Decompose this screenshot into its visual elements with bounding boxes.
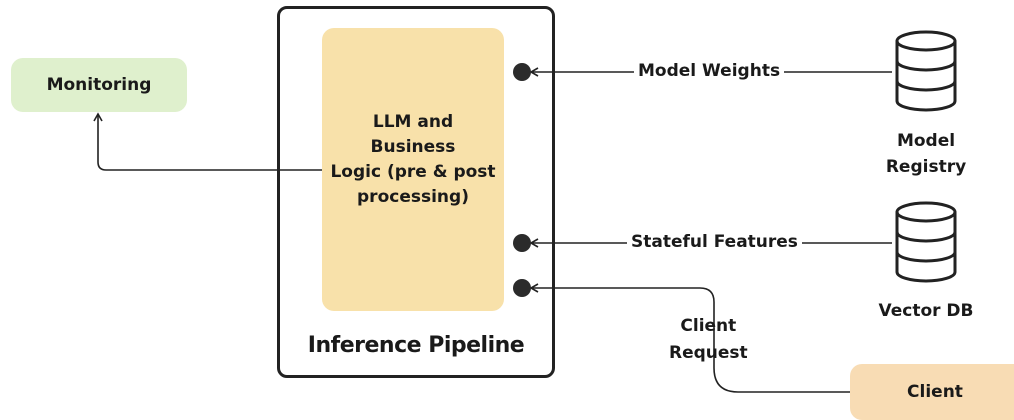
pipeline-title: Inference Pipeline: [307, 333, 525, 358]
llm-logic-label: LLM and Business Logic (pre & post proce…: [330, 111, 496, 207]
stateful-features-port: [513, 234, 531, 252]
inference-pipeline-frame: [277, 6, 555, 378]
client-request-label: Client Request: [669, 316, 748, 363]
client-box: Client: [850, 364, 1014, 420]
monitoring-connector: [93, 112, 322, 171]
client-request-connector: [529, 283, 850, 393]
model-weights-port: [513, 63, 531, 81]
model-weights-label: Model Weights: [634, 61, 785, 81]
vector-db-label: Vector DB: [878, 301, 974, 321]
llm-logic-box: LLM and Business Logic (pre & post proce…: [322, 28, 504, 311]
client-label: Client: [907, 382, 963, 402]
stateful-features-label: Stateful Features: [627, 232, 802, 252]
monitoring-label: Monitoring: [46, 75, 152, 95]
monitoring-box: Monitoring: [11, 58, 187, 112]
database-icon: [895, 201, 957, 283]
model-registry-label: Model Registry: [885, 131, 967, 177]
client-request-port: [513, 279, 531, 297]
database-icon: [895, 30, 957, 112]
